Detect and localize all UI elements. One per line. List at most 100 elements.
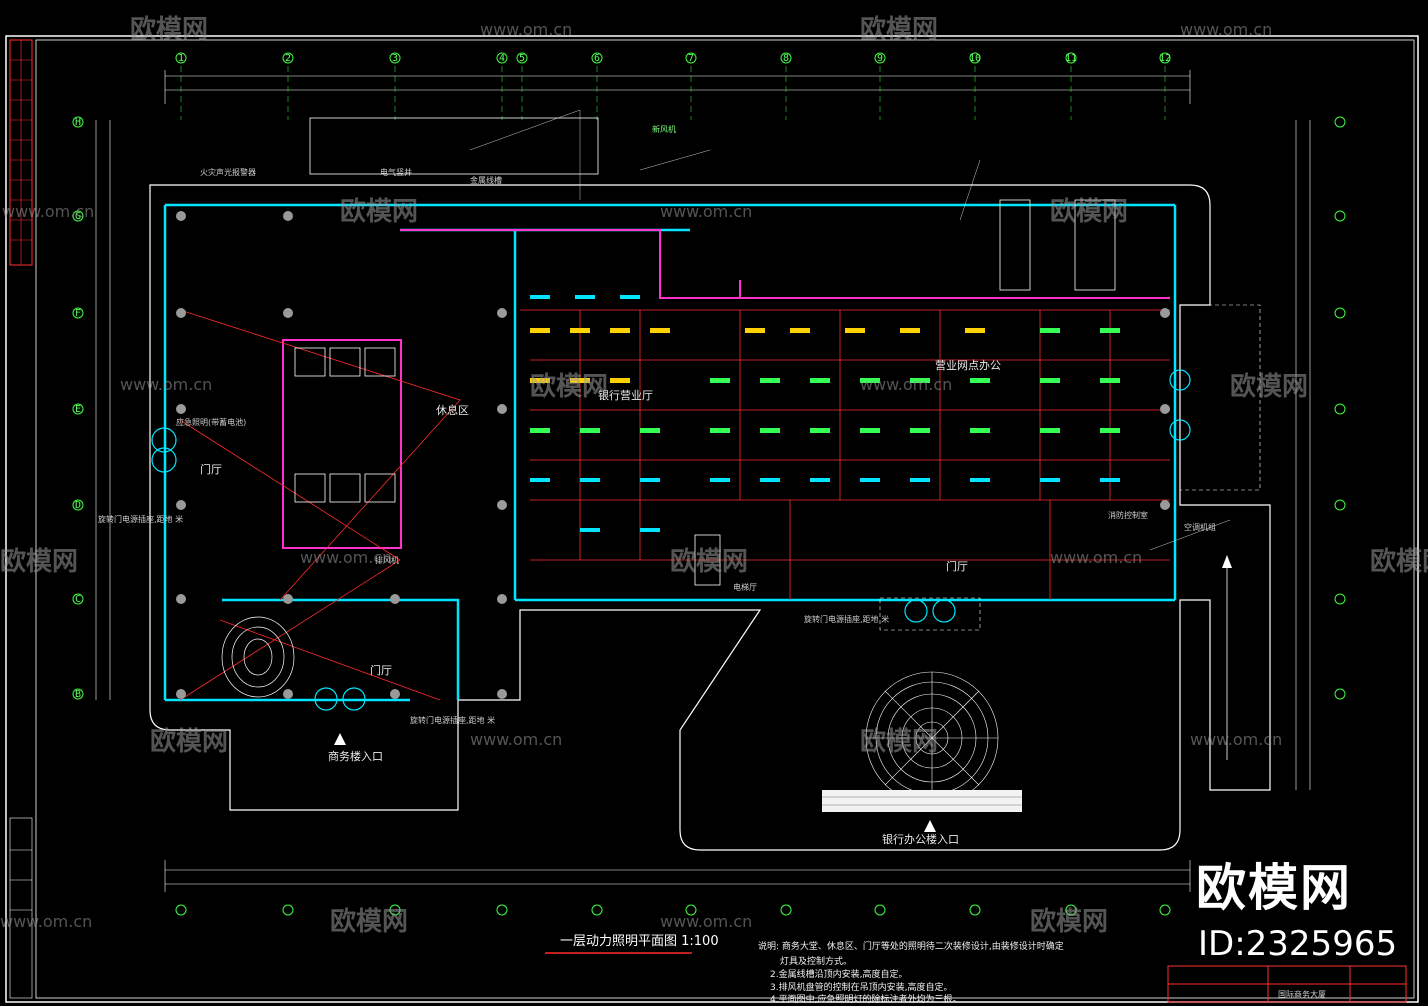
door-socket-label: 旋转门电源插座,距地 米 [410, 715, 495, 725]
watermark-brand: 欧模网 [150, 726, 228, 757]
axis-bubbles-right [1334, 116, 1346, 700]
entrance-bottom-label: 银行办公楼入口 [882, 832, 959, 846]
watermark-brand: 欧模网 [130, 14, 208, 45]
watermark-brand: 欧模网 [1030, 906, 1108, 937]
room-office-hall: 营业网点办公 [935, 358, 1001, 372]
room-rest-area: 休息区 [436, 403, 469, 417]
watermark-url: www.om.cn [1050, 548, 1142, 567]
watermark-url: www.om.cn [470, 730, 562, 749]
note-line: 4.平面图中,应急照明灯的除标注者外均为三根。 [770, 993, 961, 1005]
axis-label: 12 [1159, 53, 1171, 64]
watermark-brand: 欧模网 [530, 371, 608, 402]
axis-label: 8 [783, 53, 789, 64]
yellow-fixtures [530, 328, 985, 383]
axis-label: C [75, 594, 81, 605]
circular-plaza [865, 671, 999, 805]
entrance-arrow-bottom [924, 820, 936, 832]
dashed-zone [1179, 304, 1261, 491]
door-dashed-zone [879, 597, 981, 631]
axis-bubbles-bottom [175, 904, 1171, 916]
room-lobby-bottom: 门厅 [370, 663, 392, 677]
fire-alarm-label: 火灾声光报警器 [200, 167, 256, 177]
room-ac-unit: 空调机组 [1184, 522, 1216, 532]
exterior-walls [163, 203, 1177, 702]
green-fixtures [530, 328, 1120, 433]
emergency-light-label: 应急照明(带蓄电池) [176, 417, 246, 427]
axis-label: E [75, 404, 81, 415]
watermark-url: www.om.cn [660, 912, 752, 931]
cable-tray-label: 金属线槽 [470, 175, 502, 185]
axis-label: B [75, 689, 81, 700]
entrance-left-label: 商务楼入口 [328, 749, 383, 763]
room-fan: 排风机 [375, 555, 399, 565]
duct-shaft [309, 117, 599, 175]
dimension-lines-left [95, 120, 111, 700]
watermarks: 欧模网 www.om.cn 欧模网 www.om.cn www.om.cn 欧模… [0, 14, 1428, 937]
revolving-doors [151, 369, 1191, 711]
axis-label: 10 [969, 53, 981, 64]
watermark-url: www.om.cn [860, 375, 952, 394]
axis-label: 5 [519, 53, 525, 64]
watermark-brand: 欧模网 [670, 546, 748, 577]
watermark-url: www.om.cn [120, 375, 212, 394]
axis-label: 1 [178, 53, 184, 64]
axis-label: 9 [877, 53, 883, 64]
axis-label: 4 [499, 53, 505, 64]
note-line: 灯具及控制方式。 [780, 955, 852, 967]
lighting-circuits [179, 309, 1170, 701]
watermark-url: www.om.cn [480, 20, 572, 39]
watermark-brand: 欧模网 [860, 14, 938, 45]
room-lobby-left: 门厅 [200, 462, 222, 476]
axis-label: 7 [688, 53, 694, 64]
room-lobby-right: 门厅 [946, 559, 968, 573]
axis-label: 11 [1065, 53, 1077, 64]
steps-pattern [822, 796, 1022, 806]
fresh-air-label: 新风机 [652, 124, 676, 134]
axis-label: F [75, 308, 81, 319]
room-elevator-hall: 电梯厅 [733, 582, 757, 592]
watermark-url: www.om.cn [1180, 20, 1272, 39]
watermark-brand: 欧模网 [1230, 371, 1308, 402]
axis-bubbles-top: 1 2 3 4 5 6 7 8 9 10 11 12 [175, 52, 1171, 64]
watermark-brand: 欧模网 [1370, 546, 1428, 577]
axis-label: G [75, 211, 81, 222]
elevator-core [294, 199, 1116, 586]
axis-label: D [75, 500, 81, 511]
axis-label: 3 [392, 53, 398, 64]
ramp-arrow-head [1222, 555, 1232, 568]
axis-label: 6 [594, 53, 600, 64]
watermark-url: www.om.cn [1190, 730, 1282, 749]
note-line: 3.排风机盘管的控制在吊顶内安装,高度自定。 [770, 981, 952, 993]
revision-grid [10, 40, 32, 265]
leader-lines [469, 109, 1231, 551]
inner-frame [35, 39, 1415, 999]
room-fire-control: 消防控制室 [1108, 510, 1148, 520]
cyan-fixtures [530, 295, 1120, 532]
room-banking-hall: 银行营业厅 [598, 388, 653, 402]
note-line: 2.金属线槽沿顶内安装,高度自定。 [770, 968, 907, 980]
door-socket-label: 旋转门电源插座,距地 米 [804, 614, 889, 624]
axis-grid [180, 66, 1166, 120]
dimension-lines-bottom [164, 860, 1191, 892]
axis-label: 2 [285, 53, 291, 64]
plaza-steps [822, 790, 1022, 812]
entrance-arrow-left [334, 733, 346, 745]
drawing-frame [5, 35, 1419, 1003]
watermark-url: www.om.cn [660, 202, 752, 221]
left-side-stamp [9, 817, 33, 999]
watermark-brand: 欧模网 [860, 726, 938, 757]
note-line: 说明: 商务大堂、休息区、门厅等处的照明待二次装修设计,由装修设计时确定 [758, 940, 1064, 952]
cable-trays [282, 229, 1170, 549]
watermark-url: www.om.cn [0, 912, 92, 931]
watermark-brand: 欧模网 [0, 546, 78, 577]
watermark-brand: 欧模网 [340, 196, 418, 227]
panel-label: 电气竖井 [380, 167, 412, 177]
drawing-title: 一层动力照明平面图 1:100 [560, 934, 719, 949]
brand-logo-text: 欧模网 [1196, 859, 1352, 917]
spiral-stair [221, 616, 295, 698]
model-id: ID:2325965 [1198, 924, 1398, 964]
dimension-lines-top [164, 70, 1191, 104]
watermark-brand: 欧模网 [1050, 196, 1128, 227]
building-outline [149, 184, 1271, 851]
